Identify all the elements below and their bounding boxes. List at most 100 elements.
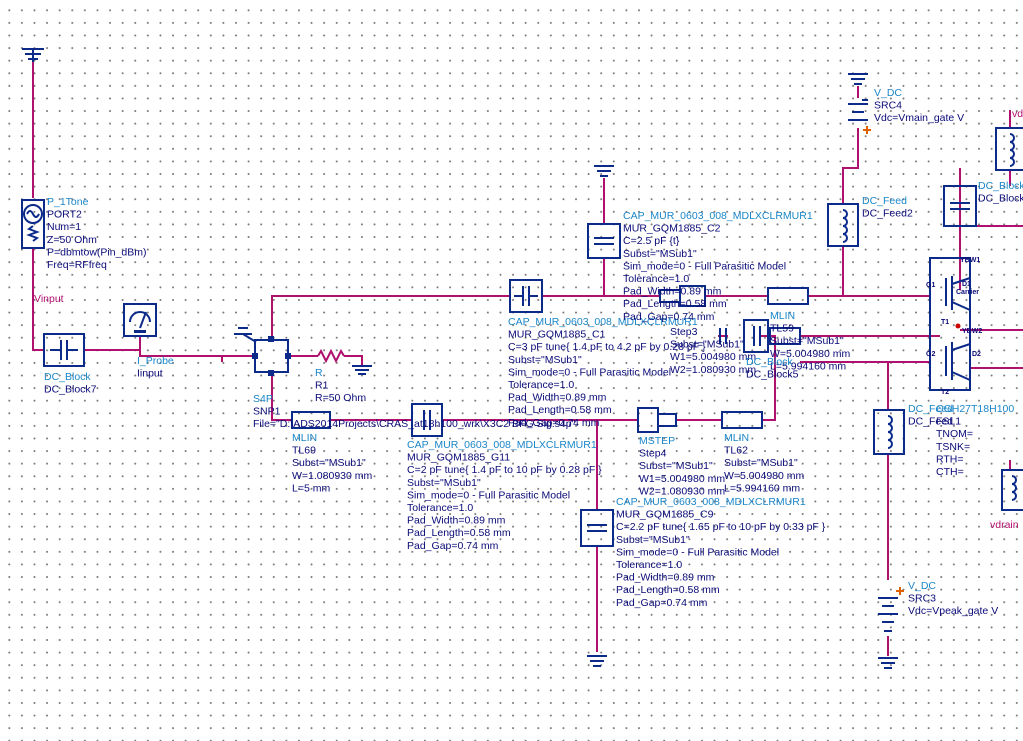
label-line: Subst="MSub1"	[292, 457, 366, 469]
dc-voltage-source-src3[interactable]	[878, 587, 904, 669]
label-line: Pad_Width=0.89 mm	[508, 392, 607, 404]
label-line: vdr	[1012, 108, 1023, 120]
label-line: TL69	[292, 445, 316, 457]
label-line: MUR_GQM1885_C1	[508, 329, 606, 341]
label-line: Pad_Length=0.58 mm	[407, 527, 511, 539]
microstrip-line-tl62[interactable]	[721, 411, 763, 429]
label-line: Subst="MSub1"	[670, 339, 744, 351]
dc-voltage-source-src4[interactable]	[848, 73, 871, 134]
label-line: L=5.994160 mm	[724, 482, 800, 494]
microstrip-step3[interactable]	[659, 285, 706, 307]
microstrip-line-tl69[interactable]	[291, 411, 331, 429]
label-line: Vdc=Vmain_gate V	[874, 112, 964, 124]
label-line: Tolerance=1.0	[508, 379, 574, 391]
label-line: C=2 pF tune{ 1.4 pF to 10 pF by 0.28 pF …	[407, 464, 602, 476]
dc-block-right[interactable]	[943, 185, 977, 227]
label-line: Subst="MSub1"	[616, 534, 690, 546]
capacitor-c1[interactable]	[509, 279, 543, 313]
label-line: MLIN	[724, 432, 749, 444]
label-line: FSL1	[936, 416, 961, 428]
label-line: MSTEP	[639, 435, 675, 447]
label-line: CAP_MUR_0603_008_MDLXCLRMUR1	[616, 496, 806, 508]
label-line: Sim_mode=0 - Full Parasitic Model	[623, 260, 786, 272]
transistor-cgh27t18h100[interactable]	[929, 257, 971, 391]
label-line: CAP_MUR_0603_008_MDLXCLRMUR1	[508, 316, 698, 328]
label-line: Num=1	[47, 221, 81, 233]
label-line: R=50 Ohm	[315, 392, 366, 404]
ground-symbol[interactable]	[22, 48, 44, 62]
label-line: W2=1.080930 mm	[639, 485, 725, 497]
label-line: Pad_Width=0.89 mm	[616, 572, 715, 584]
pin-g1: G1	[926, 282, 935, 289]
label-line: Vinput	[34, 293, 64, 305]
pin-g2: G2	[926, 351, 935, 358]
dc-block5[interactable]	[719, 319, 801, 353]
label-line: Sim_mode=0 - Full Parasitic Model	[616, 546, 779, 558]
s-parameter-block[interactable]	[234, 327, 291, 376]
capacitor-c9[interactable]	[580, 509, 614, 667]
label-line: SRC3	[908, 593, 936, 605]
label-line: R	[315, 367, 323, 379]
current-probe-meter[interactable]	[123, 303, 157, 337]
label-line: Subst="MSub1"	[724, 457, 798, 469]
label-line: MLIN	[770, 310, 795, 322]
microstrip-step4[interactable]	[637, 407, 677, 433]
label-line: File="D:\ADS2014Projects\CRAS_at18h100_w…	[253, 418, 576, 430]
capacitor-c2[interactable]	[587, 165, 621, 259]
label-vdrain: vdrain	[990, 519, 1019, 531]
label-line: DC_Block	[978, 193, 1023, 205]
label-line: W=5.004980 mm	[770, 348, 851, 360]
label-line: Subst="MSub1"	[623, 248, 697, 260]
label-line: Subst="MSub1"	[508, 354, 582, 366]
pin-t2: T2	[941, 389, 949, 396]
label-line: W=1.080930 mm	[292, 470, 373, 482]
label-line: Pad_Width=0.89 mm	[623, 286, 722, 298]
capacitor-g11[interactable]	[411, 403, 443, 437]
label-line: vdrain	[990, 519, 1019, 531]
label-line: MUR_GQM1885_C9	[616, 509, 714, 521]
dc-feed-inductor-2[interactable]	[827, 203, 859, 247]
pin-d2: D2	[972, 351, 981, 358]
power-source-port[interactable]	[21, 199, 45, 249]
dc-block-capacitor[interactable]	[43, 333, 85, 367]
label-line: Subst="MSub1"	[407, 477, 481, 489]
label-line: SNP1	[253, 406, 281, 418]
resistor-r1[interactable]	[317, 348, 372, 375]
dc-feed-inductor-drain[interactable]	[873, 409, 905, 455]
label-line: L=5 mm	[292, 482, 330, 494]
label-line: DC_Block	[978, 180, 1023, 192]
label-line: Iinput	[137, 368, 163, 380]
inductor-right-top[interactable]	[995, 127, 1023, 171]
label-line: P=dbmtow(Pin_dBm)	[47, 246, 147, 258]
label-line: DC_Feed	[908, 416, 953, 428]
pin-ybw1: YBW1	[960, 257, 980, 264]
label-line: Pad_Gap=0.74 mm	[616, 597, 708, 609]
label-line: Pad_Length=0.58 mm	[508, 404, 612, 416]
inductor-right-bottom[interactable]	[1001, 469, 1023, 511]
label-line: Pad_Gap=0.74 mm	[407, 540, 499, 552]
label-line: DC_Feed	[908, 403, 953, 415]
microstrip-line-top[interactable]	[767, 287, 809, 305]
